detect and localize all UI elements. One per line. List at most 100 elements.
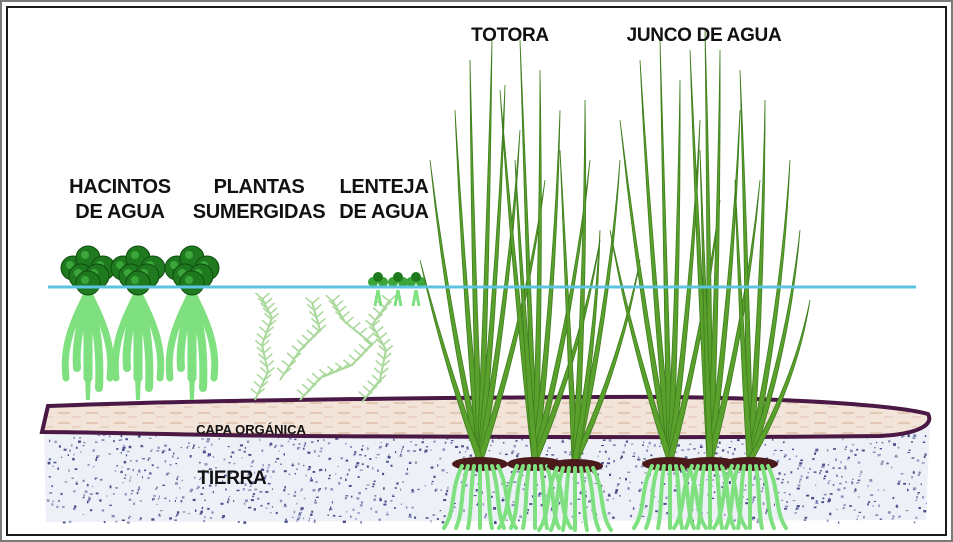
soil-speckle <box>908 483 910 485</box>
soil-speckle <box>263 479 266 482</box>
submerged-leaflet <box>313 378 322 386</box>
submerged-leaflet <box>268 319 277 327</box>
soil-speckle <box>824 475 827 477</box>
reed-blade <box>746 299 811 461</box>
soil-speckle <box>202 487 205 489</box>
soil-speckle <box>823 493 827 496</box>
soil-speckle <box>826 519 829 522</box>
submerged-leaflet <box>334 362 343 370</box>
soil-speckle <box>624 444 626 447</box>
reed-blade <box>734 179 754 461</box>
water-hyacinths <box>60 245 220 400</box>
soil-speckle <box>149 472 152 474</box>
duckweed-leaf <box>411 272 421 282</box>
reed-blade <box>739 69 754 461</box>
soil-speckle <box>829 512 832 516</box>
soil-speckle <box>284 486 286 489</box>
soil-speckle <box>727 451 729 454</box>
soil-speckle <box>260 504 263 507</box>
reed-blade <box>571 229 601 463</box>
soil-speckle <box>863 516 865 519</box>
soil-speckle <box>828 480 831 482</box>
soil-speckle <box>568 453 572 456</box>
soil-speckle <box>346 473 349 476</box>
soil-speckle <box>172 455 174 458</box>
label-hacintos: HACINTOS DE AGUA <box>58 175 182 225</box>
soil-speckle <box>188 513 190 515</box>
soil-speckle <box>516 452 520 455</box>
soil-speckle <box>338 515 342 517</box>
submerged-leaflet <box>256 333 265 341</box>
soil-speckle <box>640 465 644 468</box>
soil-speckle <box>629 499 631 502</box>
soil-speckle <box>482 503 485 506</box>
soil-speckle <box>176 514 179 516</box>
soil-speckle <box>345 511 348 513</box>
reed-blade <box>666 79 681 461</box>
soil-speckle <box>425 446 429 448</box>
soil-speckle <box>380 442 382 443</box>
soil-speckle <box>373 480 376 483</box>
soil-speckle <box>847 456 850 459</box>
soil-speckle <box>174 500 176 502</box>
soil-speckle <box>875 514 879 516</box>
soil-speckle <box>604 450 607 453</box>
soil-speckle <box>391 495 395 497</box>
soil-speckle <box>839 482 842 485</box>
soil-speckle <box>616 484 618 487</box>
soil-speckle <box>63 448 67 451</box>
soil-speckle <box>180 500 183 502</box>
reed-blade <box>609 229 674 461</box>
soil-speckle <box>285 518 287 521</box>
soil-speckle <box>166 472 170 474</box>
soil-speckle <box>49 439 51 443</box>
soil-speckle <box>878 504 880 508</box>
label-lenteja-line1: LENTEJA <box>339 176 429 198</box>
soil-speckle <box>293 510 296 514</box>
soil-speckle <box>345 495 349 497</box>
soil-speckle <box>894 455 898 458</box>
soil-speckle <box>506 485 508 487</box>
soil-speckle <box>916 496 918 499</box>
soil-speckle <box>608 494 611 497</box>
soil-speckle <box>408 515 412 518</box>
soil-speckle <box>915 516 918 519</box>
submerged-leaflet <box>382 338 391 346</box>
soil-speckle <box>86 483 89 486</box>
soil-speckle <box>463 456 465 458</box>
soil-speckle <box>887 511 891 514</box>
soil-speckle <box>432 514 436 516</box>
soil-speckle <box>156 450 160 452</box>
soil-speckle <box>274 446 276 448</box>
label-lenteja-line2: DE AGUA <box>339 201 429 223</box>
soil-speckle <box>412 450 416 452</box>
soil-speckle <box>629 481 631 483</box>
soil-speckle <box>463 509 465 512</box>
soil-speckle <box>268 464 270 466</box>
soil-speckle <box>842 507 845 510</box>
soil-speckle <box>773 503 775 506</box>
soil-speckle <box>402 445 404 449</box>
submerged-leaflet <box>267 302 275 310</box>
soil-speckle <box>579 457 582 459</box>
submerged-leaflet <box>380 367 389 375</box>
soil-speckle <box>119 439 123 441</box>
reed-root <box>720 464 736 530</box>
soil-speckle <box>359 469 363 471</box>
soil-speckle <box>923 510 927 513</box>
soil-speckle <box>150 450 152 452</box>
soil-speckle <box>907 488 909 492</box>
submerged-stem <box>361 299 391 403</box>
submerged-leaflet <box>288 359 297 368</box>
soil-speckle <box>174 519 177 521</box>
soil-speckle <box>214 467 218 469</box>
soil-speckle <box>815 484 817 486</box>
soil-speckle <box>79 437 82 439</box>
soil-speckle <box>673 489 677 492</box>
soil-speckle <box>924 435 927 438</box>
soil-speckle <box>757 518 760 521</box>
soil-speckle <box>888 440 891 443</box>
soil-speckle <box>715 452 718 455</box>
soil-speckle <box>821 501 825 504</box>
soil-speckle <box>307 468 311 471</box>
